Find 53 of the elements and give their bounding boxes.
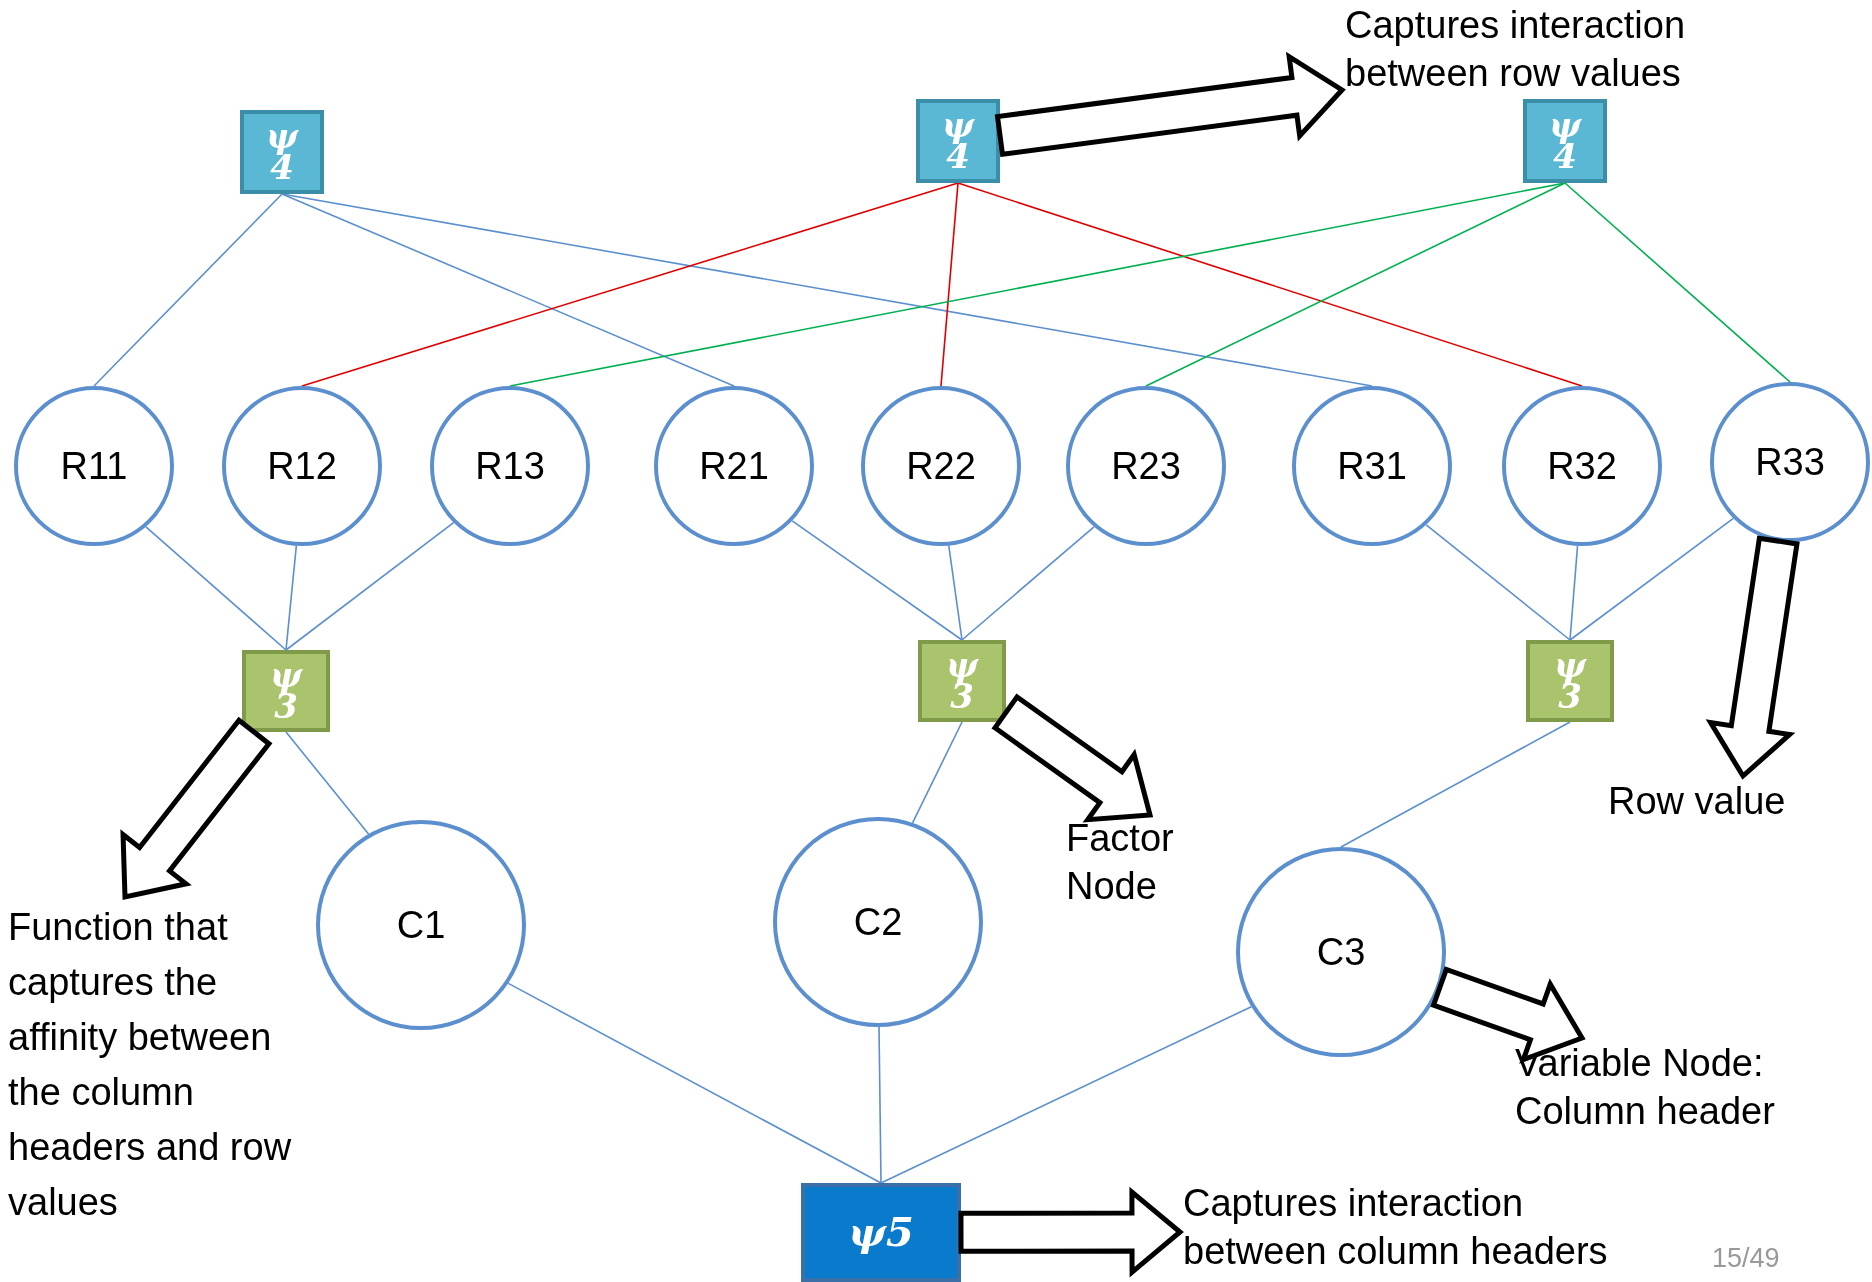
connector-line xyxy=(145,526,287,651)
block-arrow xyxy=(1430,966,1586,1064)
connector-line xyxy=(1145,182,1566,387)
block-arrow xyxy=(1705,535,1800,780)
connector-line xyxy=(911,721,963,824)
connector-line xyxy=(1569,545,1579,641)
connector-line xyxy=(880,1005,1253,1184)
factor-node-box: ψ5 xyxy=(801,1183,961,1282)
connector-line xyxy=(285,521,455,651)
variable-node-circle: C3 xyxy=(1236,847,1446,1057)
factor-node-box: ψ 3 xyxy=(918,640,1006,722)
connector-line xyxy=(301,182,959,387)
annotation-text: Variable Node: Column header xyxy=(1515,1040,1855,1142)
annotation-text: Function that captures the affinity between the column headers and row values xyxy=(8,900,313,1240)
connector-line xyxy=(1425,524,1571,641)
variable-node-circle: R33 xyxy=(1710,382,1870,542)
connector-line xyxy=(285,545,298,651)
connector-line xyxy=(285,731,370,835)
connector-line xyxy=(940,182,959,387)
variable-node-circle: R22 xyxy=(861,386,1021,546)
variable-node-circle: R13 xyxy=(430,386,590,546)
block-arrow xyxy=(991,693,1154,823)
annotation-text: Row value xyxy=(1608,778,1838,830)
variable-node-circle: C1 xyxy=(316,820,526,1030)
block-arrow xyxy=(958,1186,1184,1278)
factor-node-box: ψ 3 xyxy=(242,650,330,732)
connector-line xyxy=(1340,721,1571,848)
annotation-text: Captures interaction between column headers xyxy=(1183,1180,1633,1280)
connector-line xyxy=(93,193,283,387)
variable-node-circle: R12 xyxy=(222,386,382,546)
annotation-text: Factor Node xyxy=(1066,815,1236,917)
variable-node-circle: R31 xyxy=(1292,386,1452,546)
variable-node-circle: R11 xyxy=(14,386,174,546)
connector-line xyxy=(281,193,735,387)
connector-line xyxy=(507,982,882,1184)
connector-line xyxy=(961,526,1095,641)
connector-line xyxy=(957,182,1583,387)
variable-node-circle: R32 xyxy=(1502,386,1662,546)
factor-node-box: ψ 3 xyxy=(1526,640,1614,722)
factor-node-box: ψ 4 xyxy=(1523,99,1607,183)
page-number: 15/49 xyxy=(1712,1243,1780,1274)
block-arrow xyxy=(994,51,1346,158)
connector-line xyxy=(948,544,963,641)
variable-node-circle: C2 xyxy=(773,817,983,1027)
connector-line xyxy=(1569,517,1735,641)
factor-node-box: ψ 4 xyxy=(916,99,1000,183)
connector-line xyxy=(878,1026,882,1184)
factor-node-box: ψ 4 xyxy=(240,110,324,194)
connector-line xyxy=(791,520,963,641)
variable-node-circle: R23 xyxy=(1066,386,1226,546)
block-arrow xyxy=(120,716,273,901)
connector-line xyxy=(1564,182,1791,383)
variable-node-circle: R21 xyxy=(654,386,814,546)
